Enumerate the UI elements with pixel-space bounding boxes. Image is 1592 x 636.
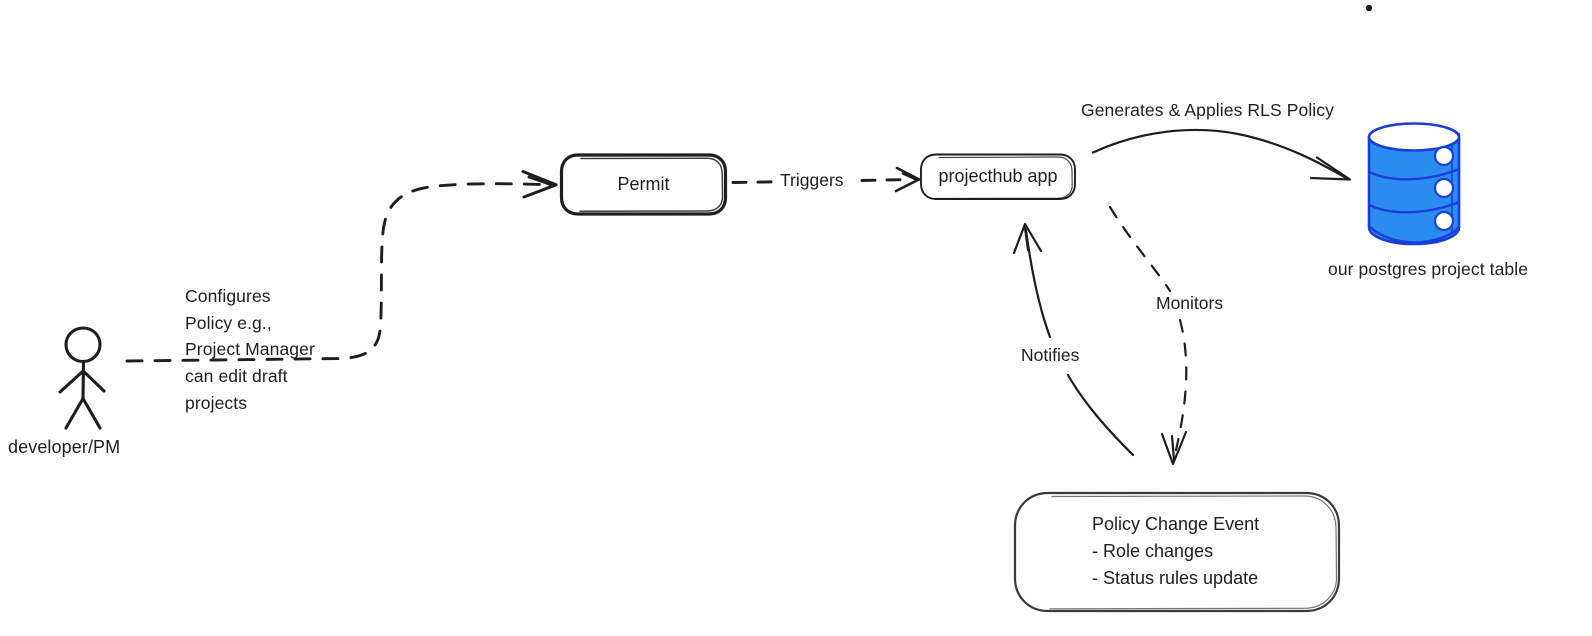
edge-triggers [731, 178, 905, 184]
node-database-icon[interactable] [1367, 122, 1461, 246]
database-led-1 [1433, 145, 1455, 167]
edge-notifies-arrowhead [1012, 222, 1043, 255]
edge-label-monitors: Monitors [1153, 293, 1227, 314]
node-policy-event-bullet-1: - Role changes [1092, 541, 1214, 561]
edge-label-configures-line-5: projects [185, 393, 248, 413]
edge-label-configures-line-4: can edit draft [185, 366, 288, 386]
node-policy-event-bullet-2: - Status rules update [1092, 568, 1259, 588]
node-policy-change-event-box[interactable] [1013, 491, 1341, 613]
edge-generates-rls [1091, 128, 1350, 181]
node-projecthub-box[interactable] [920, 153, 1076, 200]
edge-notifies [1024, 228, 1135, 457]
stray-dot-mark [1365, 4, 1373, 12]
edge-label-notifies: Notifies [1018, 345, 1083, 366]
edge-label-generates-rls: Generates & Applies RLS Policy [1081, 100, 1334, 120]
edge-label-triggers: Triggers [777, 170, 847, 191]
node-permit-box[interactable] [559, 153, 728, 216]
node-projecthub-label: projecthub app [938, 166, 1058, 186]
database-caption: our postgres project table [1328, 259, 1529, 279]
edge-monitors-arrowhead [1160, 430, 1188, 466]
edge-generates-arrowhead [1309, 156, 1352, 181]
edge-configures-arrowhead [521, 170, 558, 199]
node-permit-label: Permit [617, 174, 670, 194]
edge-configures [125, 182, 543, 363]
edge-triggers-arrowhead [894, 166, 921, 193]
edge-label-configures-line-3: Project Manager [185, 339, 315, 359]
edge-label-configures-line-2: Policy e.g., [185, 313, 272, 333]
database-led-3 [1433, 210, 1455, 232]
stick-figure-icon [58, 326, 106, 430]
edge-monitors [1108, 205, 1188, 452]
edge-label-configures-line-1: Configures [185, 286, 271, 306]
database-led-2 [1433, 177, 1455, 199]
node-policy-event-title: Policy Change Event [1092, 514, 1260, 534]
actor-label: developer/PM [8, 437, 121, 457]
